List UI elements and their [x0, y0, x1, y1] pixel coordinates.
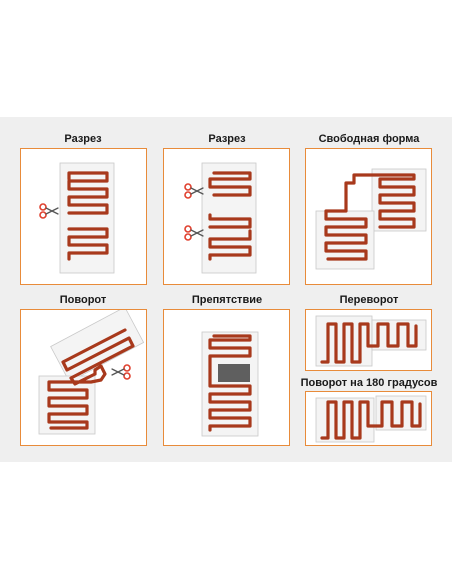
panel-free-form	[305, 148, 432, 285]
panel-title-flip: Переворот	[339, 294, 399, 306]
scissors-icon	[39, 203, 59, 219]
panel-flip-drawing	[315, 315, 427, 367]
panel-title-obstacle: Препятствие	[191, 294, 263, 306]
panel-title-cut-1: Разрез	[64, 133, 102, 145]
heating-cable	[208, 334, 252, 432]
heating-cable	[67, 171, 109, 261]
heating-cable	[208, 171, 252, 261]
heating-cable	[324, 173, 416, 261]
panel-title-turn: Поворот	[59, 294, 107, 306]
panel-turn-drawing	[38, 310, 145, 435]
heating-cable	[47, 328, 135, 430]
panel-rotate-180-drawing	[315, 395, 427, 443]
panel-cut-1	[20, 148, 147, 285]
panel-cut-1-drawing	[39, 162, 115, 274]
panel-title-rotate-180: Поворот на 180 градусов	[300, 377, 438, 389]
panel-turn	[20, 309, 147, 446]
panel-free-form-drawing	[315, 168, 427, 270]
obstacle-block	[218, 364, 250, 382]
panel-title-cut-2: Разрез	[208, 133, 246, 145]
panel-flip	[305, 309, 432, 371]
panel-obstacle	[163, 309, 290, 446]
scissors-icon	[111, 364, 131, 380]
panel-title-free-form: Свободная форма	[318, 133, 420, 145]
panel-obstacle-drawing	[201, 331, 259, 437]
heating-cable	[320, 400, 422, 440]
scissors-icon	[184, 183, 204, 199]
panel-rotate-180	[305, 391, 432, 446]
panel-cut-2	[163, 148, 290, 285]
heating-cable	[320, 322, 418, 364]
panel-cut-2-drawing	[184, 162, 257, 274]
scissors-icon	[184, 225, 204, 241]
